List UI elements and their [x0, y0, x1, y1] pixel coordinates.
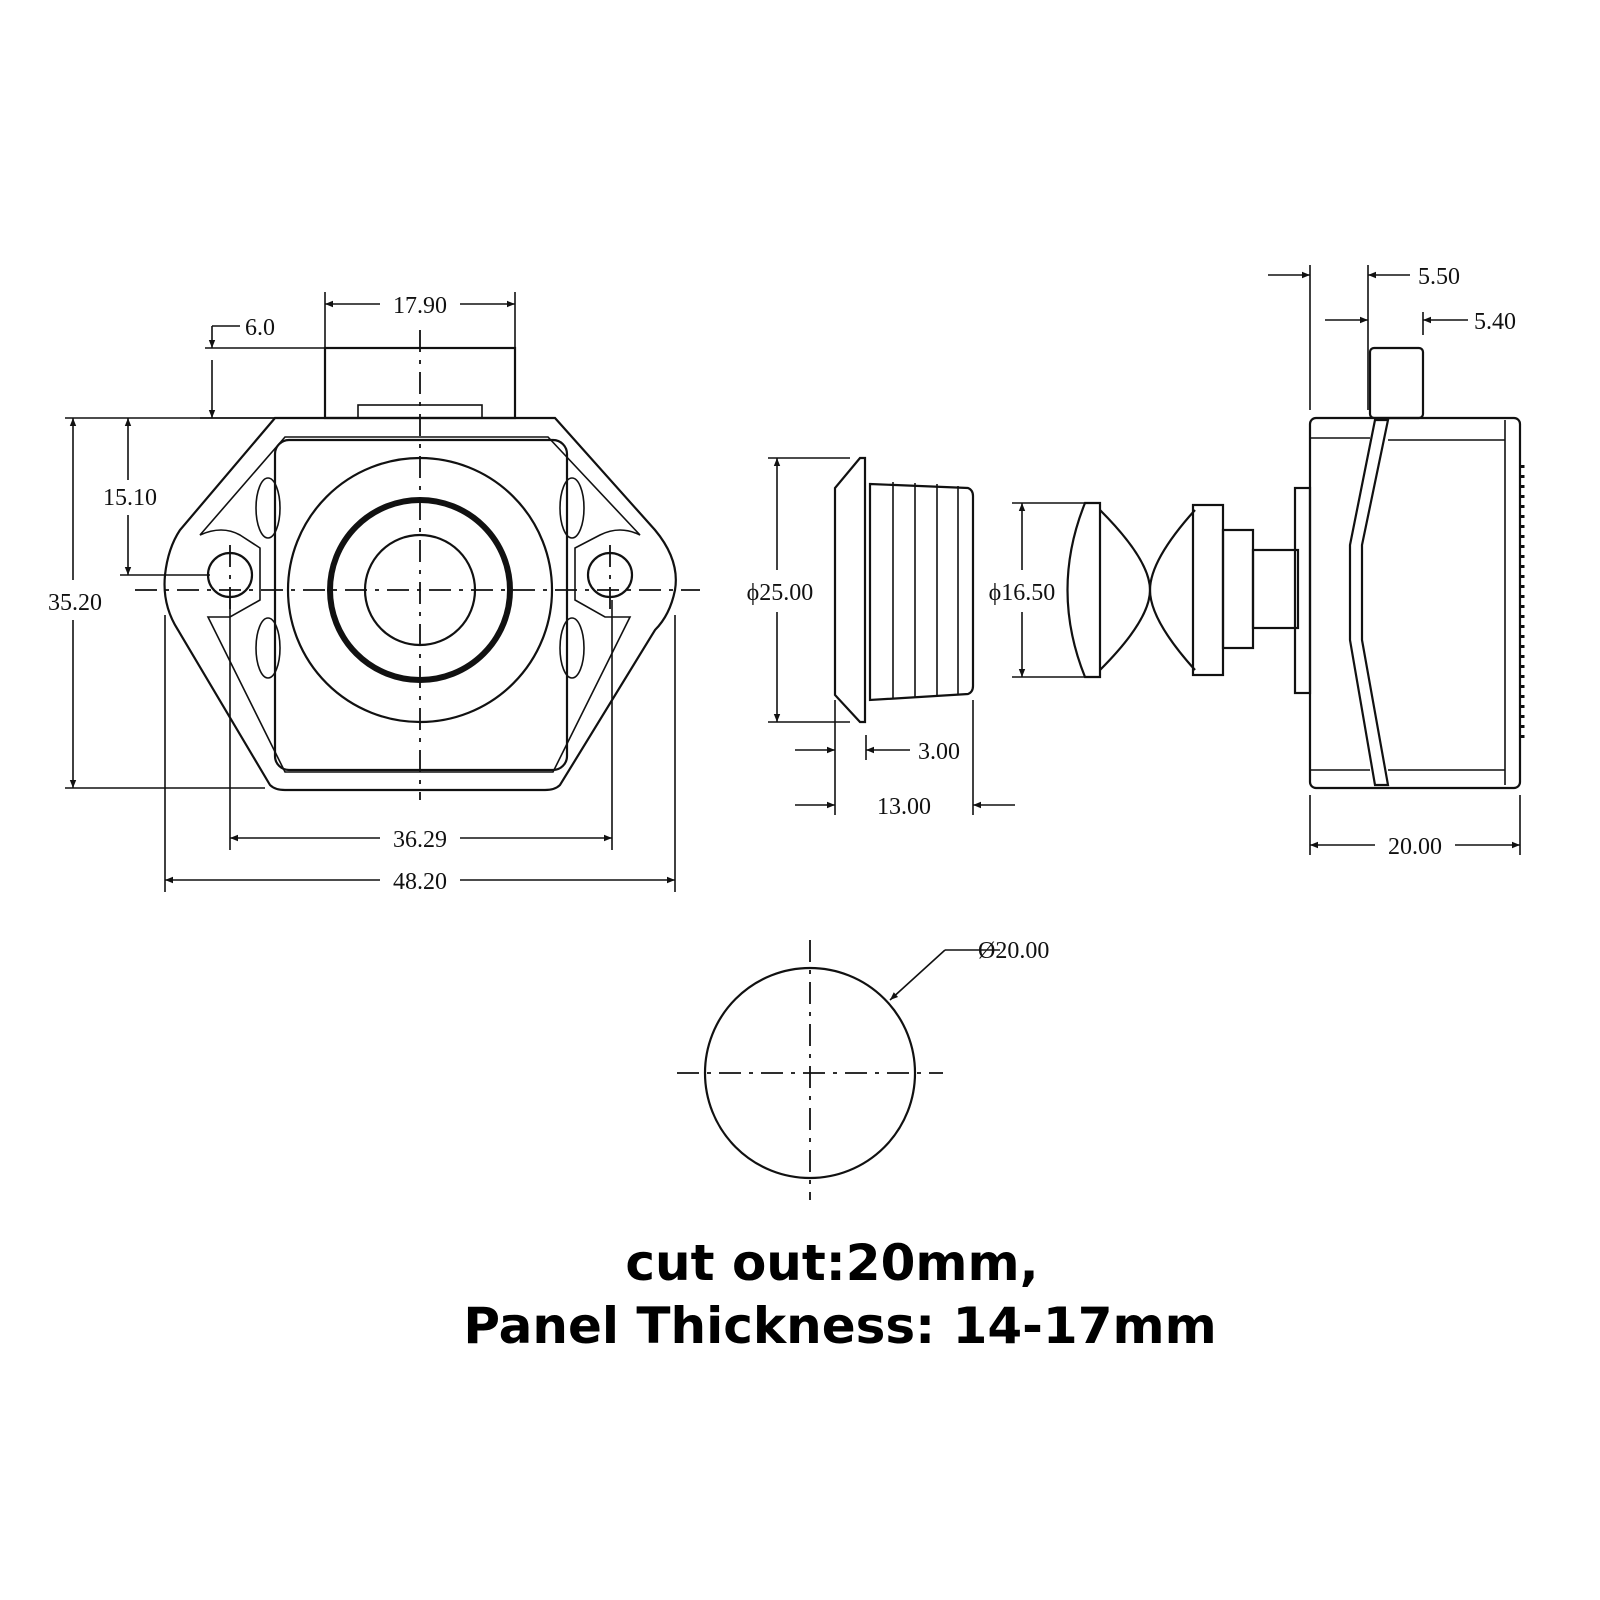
- cutout-view: Ø20.00: [677, 938, 1049, 1200]
- rib: [255, 617, 281, 679]
- side-latch-tab: [1368, 346, 1425, 420]
- dim-height: 35.20: [48, 590, 102, 616]
- side-view: 5.50 5.40 20.00: [1268, 264, 1525, 860]
- dim-grommet-flange: 3.00: [918, 739, 960, 765]
- plate-inner-outline: [199, 436, 641, 773]
- body-side: [1308, 416, 1522, 790]
- dim-top-tab-width: 17.90: [393, 293, 447, 319]
- dim-button-diameter: ϕ16.50: [989, 580, 1056, 606]
- grommet-sleeve: [868, 482, 975, 702]
- dim-hole-spacing: 36.29: [393, 827, 447, 853]
- button-shaft: [1221, 528, 1255, 650]
- grommet-view: ϕ25.00 3.00 13.00: [747, 456, 1015, 820]
- grommet-flange: [833, 456, 867, 724]
- front-view: 17.90 6.0 15.10 35.20 36.29 48.20: [48, 292, 700, 895]
- dim-grommet-diameter: ϕ25.00: [747, 580, 814, 606]
- dim-cutout-diameter: Ø20.00: [978, 938, 1049, 964]
- button-neck: [1099, 509, 1152, 671]
- body-wedge: [1348, 418, 1390, 787]
- dim-tab-height: 6.0: [245, 315, 275, 341]
- button-cap: [1066, 501, 1102, 679]
- dim-offset-a: 5.50: [1418, 264, 1460, 290]
- lock-body: [273, 438, 569, 772]
- dim-overall-width: 48.20: [393, 869, 447, 895]
- rib: [559, 477, 585, 539]
- dim-grommet-length: 13.00: [877, 794, 931, 820]
- rib: [255, 477, 281, 539]
- caption-cutout: cut out:20mm,: [625, 1234, 1038, 1292]
- cutout-circle: [703, 966, 917, 1180]
- rib: [559, 617, 585, 679]
- dim-hole-offset: 15.10: [103, 485, 157, 511]
- side-flange: [1293, 486, 1312, 695]
- dim-depth: 20.00: [1388, 834, 1442, 860]
- button-view: ϕ16.50: [989, 501, 1300, 679]
- caption-panel-thickness: Panel Thickness: 14-17mm: [463, 1297, 1216, 1355]
- button-collar: [1191, 503, 1225, 677]
- dim-offset-b: 5.40: [1474, 309, 1516, 335]
